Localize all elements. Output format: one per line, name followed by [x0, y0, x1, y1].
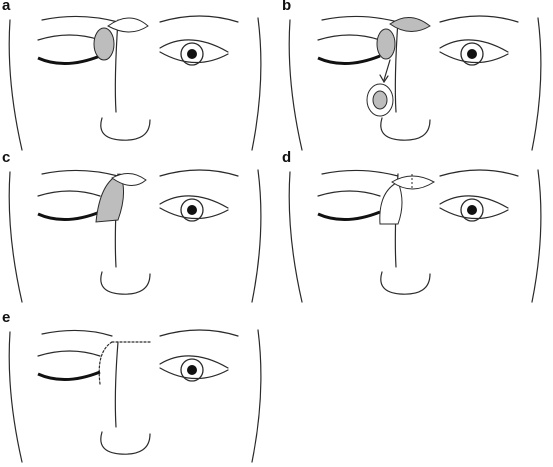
lower-lid-right [159, 51, 229, 64]
closed-eye-lashline [317, 210, 381, 222]
brow-left [321, 15, 399, 23]
panel-e: e [0, 309, 270, 467]
arrow-shaft [383, 59, 391, 81]
panel-label-a: a [2, 0, 11, 14]
nose-tip [100, 431, 151, 455]
flap-elevated [389, 17, 431, 32]
lower-lid-right [439, 207, 509, 220]
face-outline-left [288, 19, 303, 151]
brow-left [321, 169, 399, 177]
panel-d: d [280, 149, 550, 307]
face-outline-left [288, 171, 303, 303]
panel-label-e: e [2, 309, 11, 326]
flap-rotating [95, 173, 124, 223]
donor-site [391, 175, 435, 190]
pupil-right [467, 205, 477, 215]
graft-site [376, 28, 396, 60]
upper-lid-closed [317, 34, 381, 41]
face-outline-right [251, 17, 262, 151]
panel-b: b [280, 0, 550, 155]
face-drawing-d [288, 169, 542, 303]
iris-right [460, 42, 484, 66]
face-outline-right [531, 169, 542, 303]
face-drawing-c [8, 169, 262, 303]
upper-lid-right [159, 355, 229, 369]
brow-right [159, 15, 239, 23]
graft-site [93, 27, 115, 61]
closed-eye-lashline [37, 370, 101, 382]
lower-lid-right [159, 367, 229, 380]
face-outline-right [251, 329, 262, 463]
pupil-right [187, 205, 197, 215]
nose-bridge [114, 341, 119, 428]
upper-lid-closed [317, 190, 381, 197]
upper-lid-right [159, 39, 229, 53]
nose-bridge [114, 19, 119, 113]
iris-right [460, 198, 484, 222]
panel-c: c [0, 149, 270, 307]
nose-tip [380, 117, 431, 141]
upper-lid-right [439, 195, 509, 209]
iris-right [180, 358, 204, 382]
arrow-head [379, 74, 389, 84]
face-outline-right [531, 17, 542, 151]
brow-right [439, 15, 519, 23]
upper-lid-right [439, 39, 509, 53]
upper-lid-closed [37, 350, 101, 357]
face-outline-left [8, 331, 23, 463]
brow-right [439, 169, 519, 177]
closed-eye-lashline [37, 54, 101, 66]
healed-flap-outline [98, 341, 113, 385]
brow-right [159, 329, 239, 337]
face-outline-left [8, 19, 23, 151]
nose-bridge [394, 19, 399, 113]
lower-lid-right [439, 51, 509, 64]
closed-eye-lashline [317, 54, 381, 66]
panel-label-b: b [282, 0, 292, 14]
nose-tip [380, 271, 431, 295]
pupil-right [467, 49, 477, 59]
closed-eye-lashline [37, 210, 101, 222]
face-drawing-e [8, 329, 262, 463]
face-drawing-b [288, 15, 542, 151]
nose-tip [100, 271, 151, 295]
panel-label-c: c [2, 149, 11, 166]
iris-right [180, 42, 204, 66]
iris-right [180, 198, 204, 222]
pupil-right [187, 365, 197, 375]
lower-lid-right [159, 207, 229, 220]
panel-a: a [0, 0, 270, 155]
brow-left [41, 169, 119, 177]
upper-lid-closed [37, 34, 101, 41]
face-outline-left [8, 171, 23, 303]
brow-left [41, 329, 113, 337]
brow-right [159, 169, 239, 177]
upper-lid-right [159, 195, 229, 209]
pupil-right [187, 49, 197, 59]
flap-elevated [107, 17, 149, 33]
flap-inset [379, 181, 403, 225]
harvested-graft-inner [372, 90, 388, 110]
nose-tip [100, 117, 151, 141]
face-outline-right [251, 169, 262, 303]
upper-lid-closed [37, 190, 101, 197]
face-drawing-a [8, 15, 262, 151]
flap-tip [111, 173, 147, 186]
panel-label-d: d [282, 149, 292, 166]
brow-left [41, 15, 119, 23]
